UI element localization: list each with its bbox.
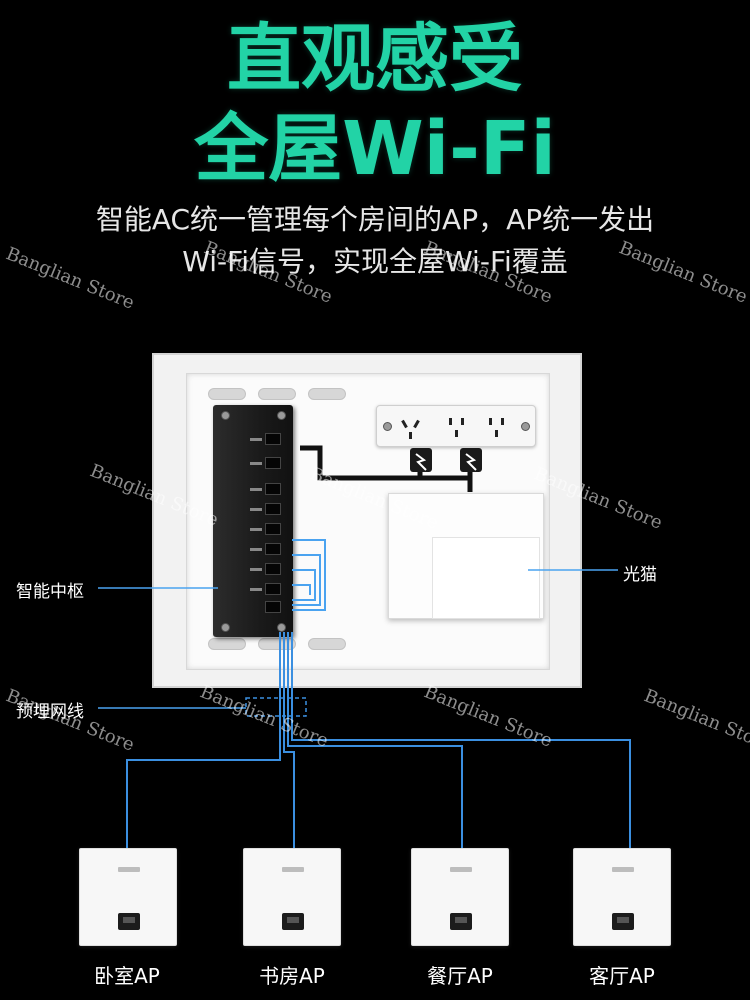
room-label-dining: 餐厅AP: [427, 964, 493, 988]
room-label-living: 客厅AP: [589, 964, 655, 988]
screw-icon: [277, 411, 286, 420]
cabinet-slot: [258, 388, 296, 400]
screw-icon: [277, 623, 286, 632]
cabinet-slot: [208, 638, 246, 650]
ethernet-port: [265, 563, 281, 575]
screw-icon: [221, 623, 230, 632]
power-socket-icon: [443, 412, 471, 442]
ap-device-dining: [411, 848, 509, 946]
hub-label: 智能中枢: [16, 582, 84, 602]
power-strip: [376, 405, 536, 447]
screw-icon: [521, 422, 530, 431]
ethernet-port-icon: [118, 913, 140, 930]
subtitle-line-2: Wi-Fi信号，实现全屋Wi-Fi覆盖: [182, 245, 568, 278]
ethernet-port: [265, 543, 281, 555]
screw-icon: [221, 411, 230, 420]
modem-front-panel: [432, 537, 540, 619]
cabinet-slot: [208, 388, 246, 400]
cabinet-slot: [308, 388, 346, 400]
cabinet-slot: [258, 638, 296, 650]
smart-hub-device: [213, 405, 293, 637]
screw-icon: [383, 422, 392, 431]
ethernet-port: [265, 483, 281, 495]
ethernet-port: [265, 503, 281, 515]
ap-device-study: [243, 848, 341, 946]
ap-device-living: [573, 848, 671, 946]
power-socket-icon: [483, 412, 511, 442]
ap-device-bedroom: [79, 848, 177, 946]
ethernet-port-icon: [450, 913, 472, 930]
room-label-bedroom: 卧室AP: [94, 964, 160, 988]
ethernet-port-icon: [282, 913, 304, 930]
cabinet-slot: [308, 638, 346, 650]
ethernet-port-icon: [612, 913, 634, 930]
power-plug-icon: [460, 448, 482, 472]
room-label-study: 书房AP: [259, 964, 325, 988]
ethernet-port: [265, 457, 281, 469]
cable-label: 预埋网线: [16, 702, 84, 722]
brand-logo-icon: [282, 867, 304, 872]
modem-label: 光猫: [623, 565, 657, 585]
power-socket-icon: [397, 412, 425, 442]
brand-logo-icon: [118, 867, 140, 872]
headline-line-2: 全屋Wi-Fi: [194, 106, 556, 192]
headline-line-1: 直观感受: [227, 16, 523, 102]
ethernet-port: [265, 433, 281, 445]
ethernet-port: [265, 601, 281, 613]
ethernet-port: [265, 583, 281, 595]
subtitle-line-1: 智能AC统一管理每个房间的AP，AP统一发出: [95, 203, 655, 236]
ethernet-port: [265, 523, 281, 535]
brand-logo-icon: [450, 867, 472, 872]
brand-logo-icon: [612, 867, 634, 872]
power-plug-icon: [410, 448, 432, 472]
